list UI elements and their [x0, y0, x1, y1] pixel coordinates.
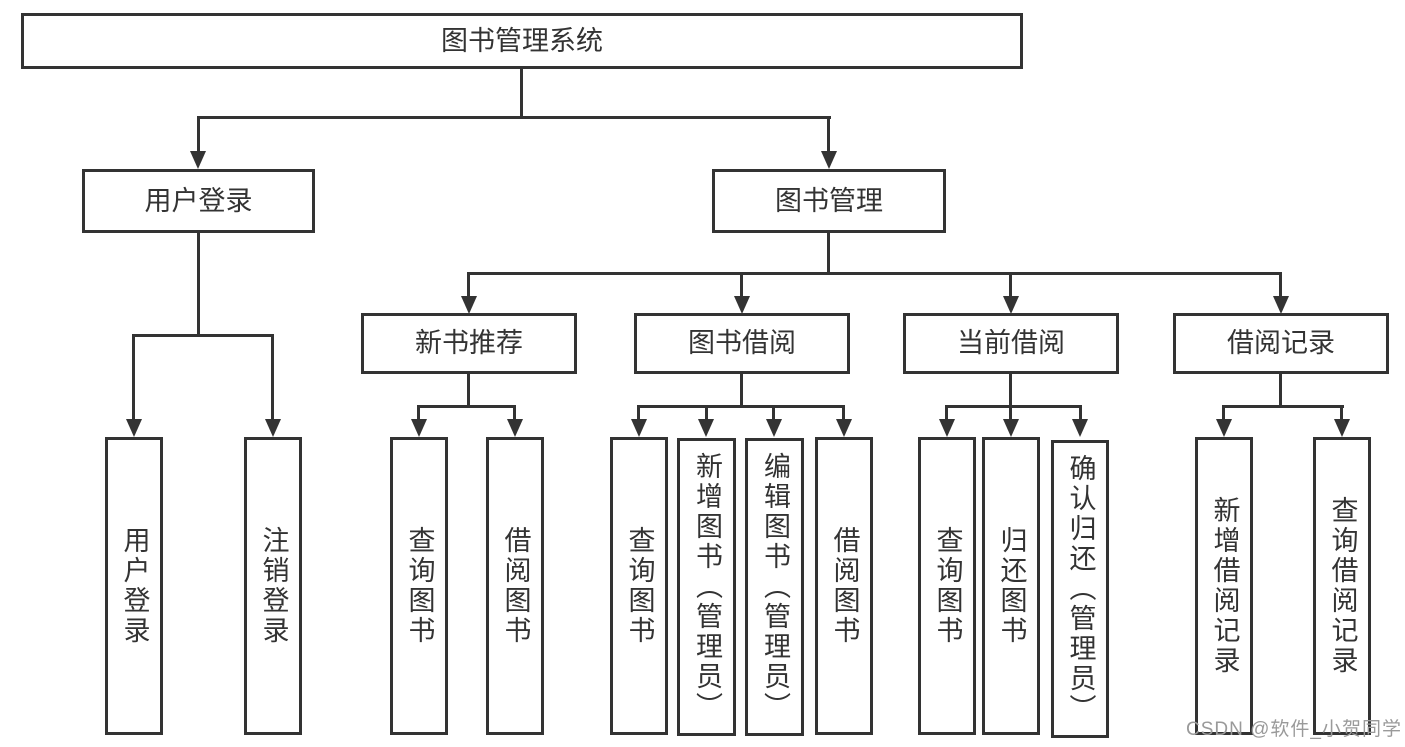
arrow-to-rec-borrow-book-icon	[507, 419, 523, 437]
connector-to-br-add-record-stem	[1222, 405, 1225, 421]
node-label: 借阅图书	[829, 526, 860, 646]
node-bb-query-book: 查询图书	[610, 437, 668, 735]
node-label: 查询图书	[404, 526, 435, 646]
connector-to-user-login-stem	[197, 116, 200, 152]
arrow-to-bb-query-book-icon	[631, 419, 647, 437]
arrow-to-borrow-record-icon	[1273, 296, 1289, 314]
node-bb-edit-book-admin: 编辑图书（管理员）	[745, 438, 804, 736]
connector-to-br-query-record-stem	[1340, 405, 1343, 421]
connector-to-logout-leaf-stem	[271, 336, 274, 421]
node-label: 新增图书（管理员）	[692, 452, 722, 722]
connector-to-bb-add-book-stem	[705, 405, 708, 421]
arrow-to-br-query-record-icon	[1334, 419, 1350, 437]
node-label: 图书借阅	[688, 328, 796, 358]
connector-to-rec-query-book-stem	[417, 405, 420, 421]
connector-to-bb-edit-book-stem	[772, 405, 775, 421]
arrow-to-cb-query-book-icon	[939, 419, 955, 437]
connector-to-cb-query-book-stem	[945, 405, 948, 421]
node-book-management: 图书管理	[712, 169, 946, 233]
node-label: 查询图书	[932, 526, 963, 646]
node-br-add-record: 新增借阅记录	[1195, 437, 1253, 735]
connector-to-new-book-rec-stem	[467, 272, 470, 298]
node-cb-return-book: 归还图书	[982, 437, 1040, 735]
connector-book-borrow-stem	[740, 372, 743, 408]
node-label: 注销登录	[258, 526, 289, 646]
node-label: 借阅图书	[500, 526, 531, 646]
node-user-login: 用户登录	[82, 169, 315, 233]
connector-current-borrow-stem	[1009, 372, 1012, 408]
arrow-to-current-borrow-icon	[1003, 296, 1019, 314]
arrow-to-book-borrow-icon	[734, 296, 750, 314]
node-new-book-recommend: 新书推荐	[361, 313, 577, 374]
arrow-to-logout-leaf-icon	[265, 419, 281, 437]
node-label: 用户登录	[119, 526, 150, 646]
connector-to-borrow-record-stem	[1279, 272, 1282, 298]
connector-new-book-rec-hline	[417, 405, 516, 408]
connector-to-current-borrow-stem	[1009, 272, 1012, 298]
arrow-to-user-login-leaf-icon	[126, 419, 142, 437]
node-rec-borrow-book: 借阅图书	[486, 437, 544, 735]
arrow-to-cb-return-book-icon	[1003, 419, 1019, 437]
node-label: 借阅记录	[1227, 328, 1335, 358]
connector-new-book-rec-stem	[467, 372, 470, 408]
node-label: 图书管理系统	[441, 25, 603, 56]
node-rec-query-book: 查询图书	[390, 437, 448, 735]
node-label: 当前借阅	[957, 328, 1065, 358]
connector-current-borrow-hline	[945, 405, 1082, 408]
node-label: 编辑图书（管理员）	[760, 452, 790, 722]
connector-user-login-hline	[132, 334, 274, 337]
node-book-borrow: 图书借阅	[634, 313, 850, 374]
connector-root-stem	[520, 69, 523, 119]
connector-book-mgmt-hline	[467, 272, 1282, 275]
connector-to-book-borrow-stem	[740, 272, 743, 298]
node-cb-confirm-return-admin: 确认归还（管理员）	[1051, 440, 1109, 738]
node-label: 查询借阅记录	[1327, 496, 1358, 676]
arrow-to-book-mgmt-icon	[821, 151, 837, 169]
node-cb-query-book: 查询图书	[918, 437, 976, 735]
node-label: 归还图书	[996, 526, 1027, 646]
watermark-csdn: CSDN @软件_小贺同学	[1186, 719, 1402, 740]
arrow-to-br-add-record-icon	[1216, 419, 1232, 437]
arrow-to-bb-add-book-icon	[698, 419, 714, 437]
connector-user-login-stem	[197, 233, 200, 337]
connector-borrow-record-stem	[1279, 372, 1282, 408]
node-label: 图书管理	[775, 185, 883, 216]
node-library-management-system: 图书管理系统	[21, 13, 1023, 69]
node-label: 用户登录	[144, 185, 253, 216]
node-label: 新增借阅记录	[1209, 496, 1240, 676]
connector-to-book-mgmt-stem	[827, 116, 830, 152]
node-logout-leaf: 注销登录	[244, 437, 302, 735]
arrow-to-user-login-icon	[190, 151, 206, 169]
node-label: 查询图书	[624, 526, 655, 646]
arrow-to-bb-borrow-book-icon	[836, 419, 852, 437]
node-bb-borrow-book: 借阅图书	[815, 437, 873, 735]
node-label: 新书推荐	[415, 328, 523, 358]
node-bb-add-book-admin: 新增图书（管理员）	[677, 438, 736, 736]
arrow-to-new-book-rec-icon	[461, 296, 477, 314]
connector-to-cb-confirm-return-stem	[1079, 405, 1082, 421]
arrow-to-cb-confirm-return-icon	[1072, 419, 1088, 437]
node-br-query-record: 查询借阅记录	[1313, 437, 1371, 735]
connector-book-mgmt-stem	[827, 233, 830, 275]
connector-to-cb-return-book-stem	[1009, 405, 1012, 421]
node-label: 确认归还（管理员）	[1065, 454, 1096, 724]
connector-borrow-record-hline	[1222, 405, 1344, 408]
arrow-to-bb-edit-book-icon	[766, 419, 782, 437]
node-borrow-record: 借阅记录	[1173, 313, 1389, 374]
connector-to-user-login-leaf-stem	[132, 336, 135, 421]
connector-root-hline	[197, 116, 831, 119]
connector-to-bb-query-book-stem	[637, 405, 640, 421]
connector-book-borrow-hline	[637, 405, 845, 408]
arrow-to-rec-query-book-icon	[411, 419, 427, 437]
node-current-borrow: 当前借阅	[903, 313, 1119, 374]
connector-to-rec-borrow-book-stem	[513, 405, 516, 421]
node-user-login-leaf: 用户登录	[105, 437, 163, 735]
connector-to-bb-borrow-book-stem	[842, 405, 845, 421]
